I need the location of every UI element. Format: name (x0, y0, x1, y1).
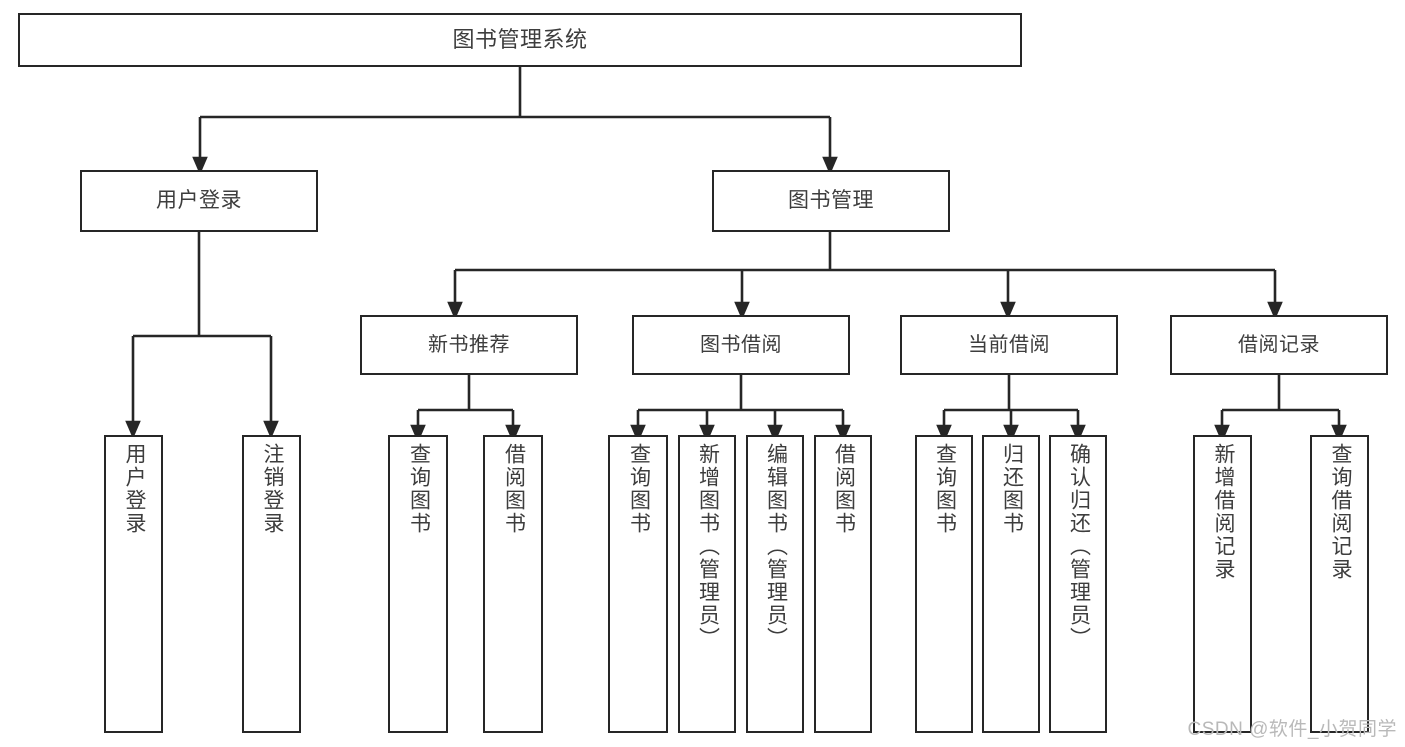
node-label: 新增借阅记录 (1211, 443, 1235, 581)
leaf-user-login-signout[interactable]: 注销登录 (242, 435, 301, 733)
node-label: 注销登录 (260, 443, 284, 535)
leaf-current-borrow-return-book[interactable]: 归还图书 (982, 435, 1040, 733)
leaf-new-book-borrow-book[interactable]: 借阅图书 (483, 435, 543, 733)
node-label: 用户登录 (156, 189, 242, 213)
leaf-new-book-query-book[interactable]: 查询图书 (388, 435, 448, 733)
node-label: 借阅图书 (502, 443, 526, 535)
node-root-book-management-system[interactable]: 图书管理系统 (18, 13, 1022, 67)
node-current-borrow[interactable]: 当前借阅 (900, 315, 1118, 375)
leaf-user-login-signin[interactable]: 用户登录 (104, 435, 163, 733)
node-book-borrow[interactable]: 图书借阅 (632, 315, 850, 375)
node-label: 当前借阅 (968, 333, 1050, 356)
leaf-borrow-record-add-record[interactable]: 新增借阅记录 (1193, 435, 1252, 733)
leaf-book-borrow-edit-book-admin[interactable]: 编辑图书（管理员） (746, 435, 804, 733)
node-label: 借阅记录 (1238, 333, 1320, 356)
node-label: 查询图书 (933, 443, 957, 535)
watermark: CSDN @软件_小贺同学 (1187, 719, 1397, 740)
node-label: 图书借阅 (700, 333, 782, 356)
node-new-book-recommend[interactable]: 新书推荐 (360, 315, 578, 375)
node-borrow-record[interactable]: 借阅记录 (1170, 315, 1388, 375)
node-label: 用户登录 (122, 443, 146, 535)
node-label: 查询图书 (407, 443, 431, 535)
node-user-login[interactable]: 用户登录 (80, 170, 318, 232)
node-label: 图书管理 (788, 189, 874, 213)
node-label: 新书推荐 (428, 333, 510, 356)
node-label: 新增图书（管理员） (696, 443, 720, 650)
node-label: 归还图书 (1000, 443, 1024, 535)
leaf-book-borrow-borrow-book[interactable]: 借阅图书 (814, 435, 872, 733)
node-book-management[interactable]: 图书管理 (712, 170, 950, 232)
node-label: 确认归还（管理员） (1067, 443, 1091, 650)
node-label: 编辑图书（管理员） (764, 443, 788, 650)
leaf-book-borrow-query-book[interactable]: 查询图书 (608, 435, 668, 733)
leaf-current-borrow-query-book[interactable]: 查询图书 (915, 435, 973, 733)
node-label: 图书管理系统 (452, 26, 588, 52)
leaf-current-borrow-confirm-return-admin[interactable]: 确认归还（管理员） (1049, 435, 1107, 733)
node-label: 查询图书 (627, 443, 651, 535)
node-label: 查询借阅记录 (1328, 443, 1352, 581)
node-label: 借阅图书 (832, 443, 856, 535)
leaf-borrow-record-query-record[interactable]: 查询借阅记录 (1310, 435, 1369, 733)
leaf-book-borrow-add-book-admin[interactable]: 新增图书（管理员） (678, 435, 736, 733)
